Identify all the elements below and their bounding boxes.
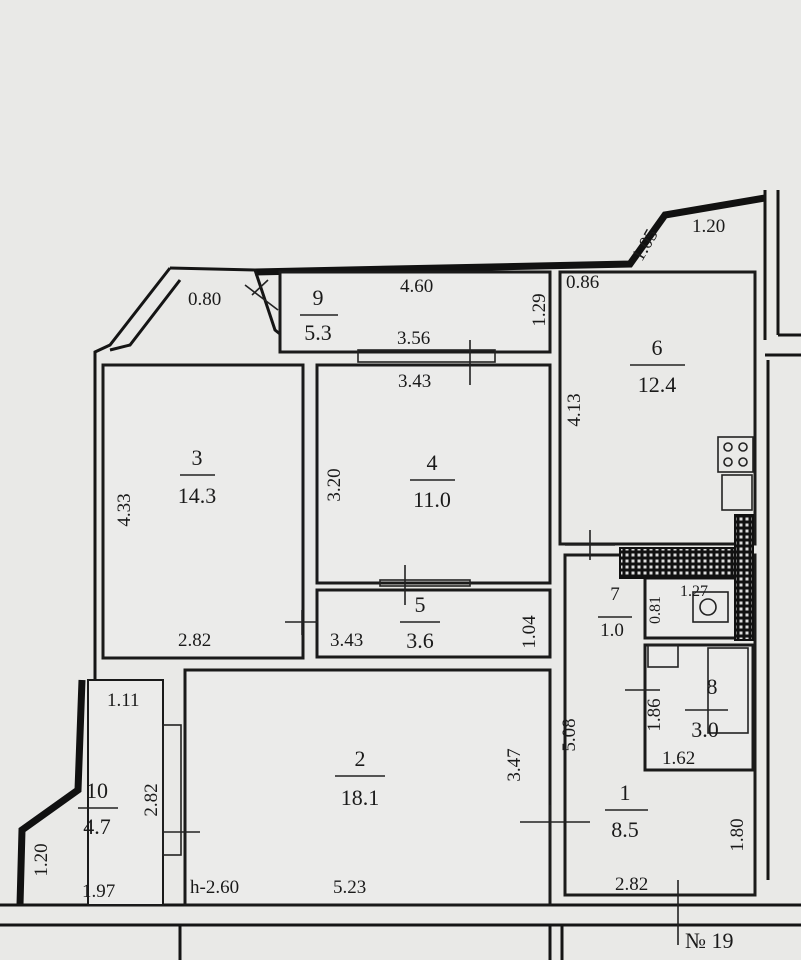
svg-text:8: 8 bbox=[707, 674, 718, 699]
svg-text:4.7: 4.7 bbox=[83, 814, 111, 839]
svg-text:5: 5 bbox=[415, 592, 426, 617]
svg-text:6: 6 bbox=[652, 335, 663, 360]
room-labels: 314.3 411.0 53.6 95.3 612.4 218.1 104.7 … bbox=[78, 285, 728, 842]
svg-text:1.20: 1.20 bbox=[692, 216, 725, 237]
svg-text:1.97: 1.97 bbox=[82, 881, 115, 902]
window bbox=[162, 724, 182, 856]
svg-text:3.47: 3.47 bbox=[504, 748, 525, 781]
svg-text:1.29: 1.29 bbox=[529, 293, 550, 326]
svg-text:3.43: 3.43 bbox=[330, 630, 363, 651]
ventilation-shaft bbox=[619, 547, 736, 579]
room-label-1: 18.5 bbox=[605, 780, 648, 842]
room-label-2: 218.1 bbox=[335, 746, 385, 810]
svg-text:3.6: 3.6 bbox=[406, 628, 434, 653]
room-label-4: 411.0 bbox=[410, 450, 455, 512]
svg-text:18.1: 18.1 bbox=[341, 785, 380, 810]
svg-text:3.43: 3.43 bbox=[398, 371, 431, 392]
svg-text:8.5: 8.5 bbox=[611, 817, 639, 842]
svg-text:2.82: 2.82 bbox=[141, 783, 162, 816]
sink-icon bbox=[647, 644, 679, 668]
svg-text:4.13: 4.13 bbox=[564, 393, 585, 426]
room-6 bbox=[558, 270, 757, 546]
room-5 bbox=[315, 588, 552, 659]
svg-text:12.4: 12.4 bbox=[638, 372, 677, 397]
svg-text:3.56: 3.56 bbox=[397, 328, 430, 349]
room-label-3: 314.3 bbox=[178, 445, 217, 508]
apartment-number: № 19 bbox=[685, 928, 734, 953]
svg-text:1: 1 bbox=[620, 780, 631, 805]
svg-text:2.82: 2.82 bbox=[615, 874, 648, 895]
dimension-labels: 0.80 4.60 1.29 3.56 3.43 0.86 1.05 1.20 … bbox=[31, 216, 748, 953]
room-4 bbox=[315, 363, 552, 585]
stove-icon bbox=[717, 436, 754, 473]
svg-text:14.3: 14.3 bbox=[178, 483, 217, 508]
svg-text:1.0: 1.0 bbox=[600, 620, 624, 641]
toilet-icon bbox=[692, 591, 729, 623]
svg-text:9: 9 bbox=[313, 285, 324, 310]
room-8 bbox=[643, 643, 755, 772]
svg-text:4: 4 bbox=[427, 450, 438, 475]
room-10 bbox=[87, 679, 164, 906]
room-label-7: 71.0 bbox=[598, 584, 632, 641]
sink-icon bbox=[721, 474, 753, 511]
svg-text:11.0: 11.0 bbox=[413, 487, 451, 512]
svg-text:3.20: 3.20 bbox=[324, 468, 345, 501]
window bbox=[379, 579, 471, 587]
room-3 bbox=[101, 363, 305, 660]
svg-text:3: 3 bbox=[192, 445, 203, 470]
svg-text:7: 7 bbox=[610, 584, 620, 605]
svg-text:2.82: 2.82 bbox=[178, 630, 211, 651]
ceiling-height: h-2.60 bbox=[190, 877, 239, 898]
window bbox=[357, 349, 496, 363]
rooms bbox=[87, 270, 757, 907]
svg-text:0.81: 0.81 bbox=[647, 596, 664, 624]
room-9-loggia bbox=[278, 270, 552, 354]
svg-text:1.27: 1.27 bbox=[680, 583, 708, 600]
room-label-10: 104.7 bbox=[78, 778, 118, 839]
svg-text:5.08: 5.08 bbox=[559, 718, 580, 751]
svg-text:1.04: 1.04 bbox=[519, 615, 540, 649]
door-markers bbox=[163, 279, 679, 945]
room-label-6: 612.4 bbox=[630, 335, 685, 397]
svg-text:0.80: 0.80 bbox=[188, 289, 221, 310]
room-2 bbox=[183, 668, 552, 907]
svg-text:0.86: 0.86 bbox=[566, 272, 599, 293]
svg-text:2: 2 bbox=[355, 746, 366, 771]
svg-text:1.80: 1.80 bbox=[727, 818, 748, 851]
room-label-9: 95.3 bbox=[300, 285, 338, 345]
svg-text:4.60: 4.60 bbox=[400, 276, 433, 297]
svg-text:1.11: 1.11 bbox=[107, 690, 140, 711]
svg-text:1.86: 1.86 bbox=[644, 698, 665, 731]
svg-text:5.3: 5.3 bbox=[304, 320, 332, 345]
outer-walls bbox=[0, 190, 801, 960]
svg-text:1.20: 1.20 bbox=[31, 843, 52, 876]
room-label-5: 53.6 bbox=[400, 592, 440, 653]
svg-text:1.62: 1.62 bbox=[662, 748, 695, 769]
ventilation-shaft bbox=[734, 514, 754, 641]
room-label-8: 83.0 bbox=[685, 674, 728, 742]
bathtub-icon bbox=[707, 647, 749, 734]
svg-text:10: 10 bbox=[86, 778, 108, 803]
svg-text:4.33: 4.33 bbox=[114, 493, 135, 526]
svg-text:5.23: 5.23 bbox=[333, 877, 366, 898]
svg-text:3.0: 3.0 bbox=[691, 717, 719, 742]
